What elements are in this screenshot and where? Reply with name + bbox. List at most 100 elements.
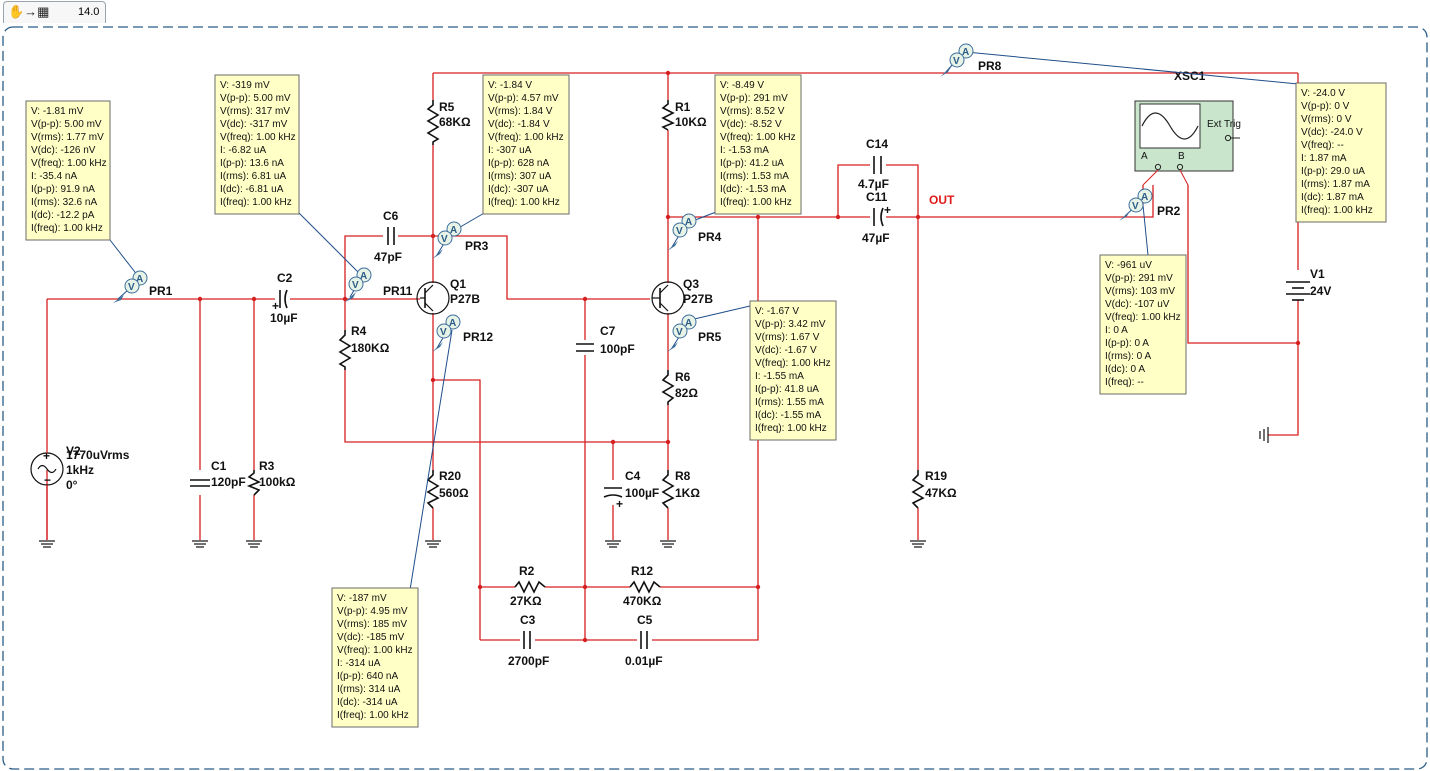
- r1-value: 10KΩ: [675, 115, 707, 129]
- pr3-line-6: I(p-p): 628 nA: [488, 158, 549, 169]
- r6-name: R6: [675, 370, 691, 384]
- probe-pr8[interactable]: A V: [940, 43, 974, 77]
- ac-source-v2[interactable]: + −: [30, 438, 64, 540]
- probe-leaders: [109, 51, 1299, 591]
- probe-pr2[interactable]: A V: [1119, 188, 1153, 221]
- r2-name: R2: [519, 564, 535, 578]
- resistor-r5[interactable]: [426, 100, 440, 145]
- v2-line3: 0°: [66, 478, 78, 492]
- pr1-line-8: I(dc): -12.2 pA: [31, 210, 95, 221]
- transistor-q3[interactable]: [651, 281, 685, 315]
- probe-pr12[interactable]: A V: [432, 314, 461, 352]
- pr2-line-4: V(freq): 1.00 kHz: [1105, 312, 1181, 323]
- v2-name: V2: [66, 444, 81, 458]
- pr3-line-9: I(freq): 1.00 kHz: [488, 197, 560, 208]
- probe-box-pr5: V: -1.67 V V(p-p): 3.42 mV V(rms): 1.67 …: [749, 300, 837, 441]
- pr2-line-9: I(freq): --: [1105, 377, 1144, 388]
- pr12-line-1: V(p-p): 4.95 mV: [337, 606, 408, 617]
- r5-name: R5: [439, 100, 455, 114]
- c5-name: C5: [637, 613, 653, 627]
- resistor-r20[interactable]: [426, 470, 440, 509]
- resistor-r12[interactable]: [629, 580, 661, 594]
- pr4-line-4: V(freq): 1.00 kHz: [720, 132, 796, 143]
- v2-line1: 1770uVrms: [66, 448, 130, 462]
- pr2-line-6: I(p-p): 0 A: [1105, 338, 1149, 349]
- schematic-canvas[interactable]: + + + + −: [0, 22, 1430, 771]
- probe-box-pr2: V: -961 uV V(p-p): 291 mV V(rms): 103 mV…: [1099, 254, 1187, 395]
- pr3-line-5: I: -307 uA: [488, 145, 532, 156]
- pr5-line-8: I(dc): -1.55 mA: [755, 410, 821, 421]
- tab-schematic[interactable]: ✋→▦ 14.0: [3, 1, 106, 23]
- pr4-line-0: V: -8.49 V: [720, 80, 764, 91]
- probe-pr11[interactable]: A V: [345, 267, 372, 302]
- pr5-line-3: V(dc): -1.67 V: [755, 345, 817, 356]
- c14-name: C14: [866, 137, 888, 151]
- sheet-border: [2, 26, 1428, 770]
- pr3-line-7: I(rms): 307 uA: [488, 171, 552, 182]
- capacitor-c2[interactable]: +: [272, 289, 288, 313]
- pr11-line-8: I(dc): -6.81 uA: [220, 184, 284, 195]
- pr4-label: PR4: [698, 230, 722, 244]
- xsc1-ext-trig-label: Ext Trig: [1207, 119, 1241, 130]
- r2-value: 27KΩ: [510, 594, 542, 608]
- pr12-line-4: V(freq): 1.00 kHz: [337, 645, 413, 656]
- probe-pr1[interactable]: A V: [113, 270, 148, 303]
- svg-text:A: A: [1141, 192, 1148, 203]
- capacitor-c4[interactable]: +: [603, 487, 623, 511]
- r19-value: 47KΩ: [925, 486, 957, 500]
- probe-pr5[interactable]: A V: [667, 314, 697, 352]
- svg-text:V: V: [352, 280, 359, 291]
- resistor-r4[interactable]: [338, 330, 352, 370]
- transistor-q1[interactable]: [416, 281, 450, 315]
- r12-name: R12: [631, 564, 653, 578]
- oscilloscope-xsc1[interactable]: Ext Trig A B: [1134, 100, 1241, 186]
- pr4-line-5: I: -1.53 mA: [720, 145, 769, 156]
- pr8-label: PR8: [978, 59, 1002, 73]
- resistor-r2[interactable]: [514, 580, 546, 594]
- pr11-line-1: V(p-p): 5.00 mV: [220, 93, 291, 104]
- pr8-line-1: V(p-p): 0 V: [1301, 101, 1350, 112]
- pr3-line-1: V(p-p): 4.57 mV: [488, 93, 559, 104]
- resistor-r3[interactable]: [246, 470, 261, 496]
- c1-value: 120pF: [211, 475, 246, 489]
- pr3-line-4: V(freq): 1.00 kHz: [488, 132, 564, 143]
- probe-pr3[interactable]: A V: [432, 221, 462, 259]
- ground-symbols: [39, 427, 1269, 548]
- pr2-line-5: I: 0 A: [1105, 325, 1128, 336]
- r6-value: 82Ω: [675, 386, 698, 400]
- c11-name: C11: [866, 190, 888, 204]
- resistor-r8[interactable]: [661, 470, 675, 509]
- pr5-line-2: V(rms): 1.67 V: [755, 332, 820, 343]
- capacitor-c5[interactable]: [640, 631, 648, 649]
- xsc1-name: XSC1: [1174, 69, 1206, 83]
- c14-value: 4.7µF: [858, 177, 889, 191]
- resistor-r6[interactable]: [661, 370, 675, 405]
- pr12-line-3: V(dc): -185 mV: [337, 632, 405, 643]
- svg-text:+: +: [884, 203, 891, 217]
- probe-pr4[interactable]: A V: [667, 213, 697, 251]
- svg-text:A: A: [449, 318, 456, 329]
- capacitor-c6[interactable]: [387, 227, 395, 245]
- capacitor-c7[interactable]: [576, 343, 594, 352]
- resistor-r1[interactable]: [661, 100, 675, 131]
- capacitor-c3[interactable]: [523, 631, 531, 649]
- svg-text:A: A: [962, 47, 969, 58]
- svg-text:+: +: [616, 497, 623, 511]
- battery-v1[interactable]: [1286, 281, 1310, 301]
- pr5-line-7: I(rms): 1.55 mA: [755, 397, 824, 408]
- r3-value: 100kΩ: [259, 475, 296, 489]
- svg-text:A: A: [136, 274, 143, 285]
- pr4-line-7: I(rms): 1.53 mA: [720, 171, 789, 182]
- pr12-line-5: I: -314 uA: [337, 658, 381, 669]
- capacitor-c14[interactable]: [873, 156, 882, 174]
- pr11-label: PR11: [383, 284, 413, 298]
- pr2-label: PR2: [1157, 204, 1181, 218]
- pr3-line-3: V(dc): -1.84 V: [488, 119, 550, 130]
- capacitor-c1[interactable]: [190, 479, 210, 487]
- resistor-r19[interactable]: [911, 470, 925, 509]
- v1-value: 24V: [1310, 284, 1331, 298]
- capacitor-c11[interactable]: +: [873, 203, 891, 227]
- r8-name: R8: [675, 469, 691, 483]
- c3-value: 2700pF: [508, 654, 549, 668]
- v2-line2: 1kHz: [66, 463, 94, 477]
